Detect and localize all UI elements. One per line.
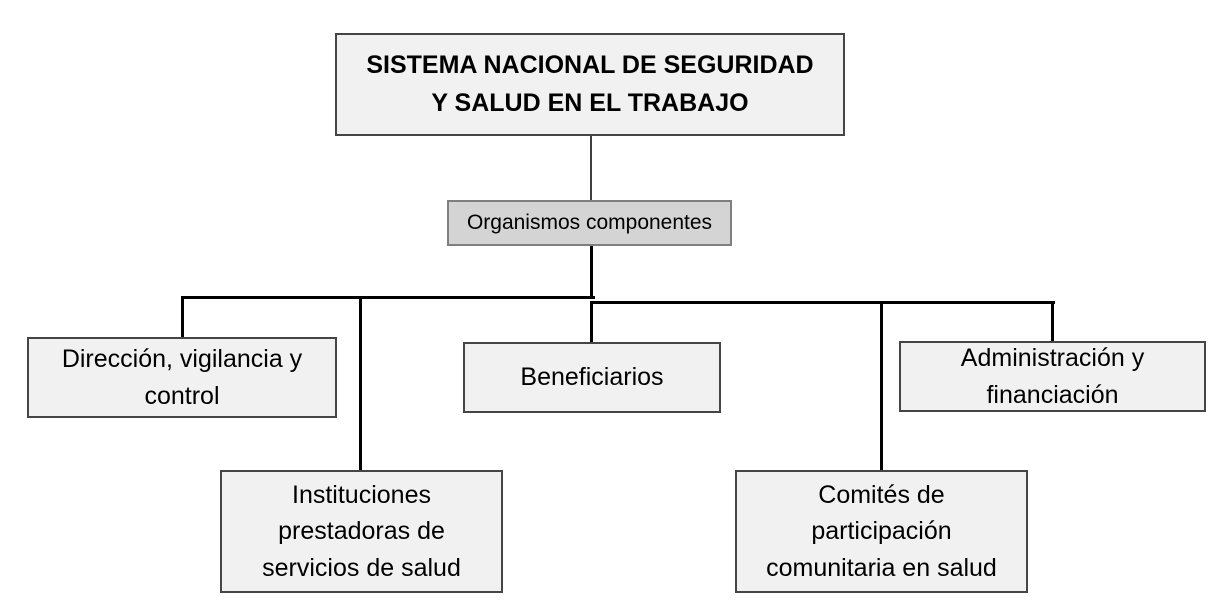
connector-drop-direccion	[181, 296, 184, 337]
connector-title-to-organismos	[590, 136, 592, 200]
connector-rail-right	[592, 301, 1055, 304]
node-instituciones-prestadoras: Instituciones prestadoras de servicios d…	[220, 470, 503, 593]
connector-rail-left	[181, 296, 595, 299]
node-beneficiarios-label: Beneficiarios	[520, 363, 664, 392]
node-administracion-label: Administración y financiación	[960, 344, 1145, 409]
connector-drop-administracion	[1051, 301, 1054, 341]
node-comites-label: Comités de participación comunitaria en …	[766, 481, 997, 582]
connector-drop-beneficiarios	[590, 301, 593, 342]
node-organismos-componentes: Organismos componentes	[447, 200, 732, 246]
node-instituciones-label: Instituciones prestadoras de servicios d…	[262, 481, 461, 582]
node-comites-participacion: Comités de participación comunitaria en …	[735, 470, 1028, 593]
node-direccion-vigilancia-control: Dirección, vigilancia y control	[27, 337, 337, 418]
node-root-title: SISTEMA NACIONAL DE SEGURIDAD Y SALUD EN…	[335, 33, 845, 136]
node-organismos-componentes-label: Organismos componentes	[466, 210, 713, 234]
node-administracion-financiacion: Administración y financiación	[899, 341, 1206, 412]
connector-drop-instituciones	[359, 296, 362, 470]
connector-organismos-to-rail	[590, 246, 593, 299]
node-direccion-label: Dirección, vigilancia y control	[61, 345, 303, 410]
node-beneficiarios: Beneficiarios	[463, 342, 721, 413]
node-root-title-label: SISTEMA NACIONAL DE SEGURIDAD Y SALUD EN…	[366, 51, 814, 117]
connector-drop-comites	[880, 301, 883, 470]
